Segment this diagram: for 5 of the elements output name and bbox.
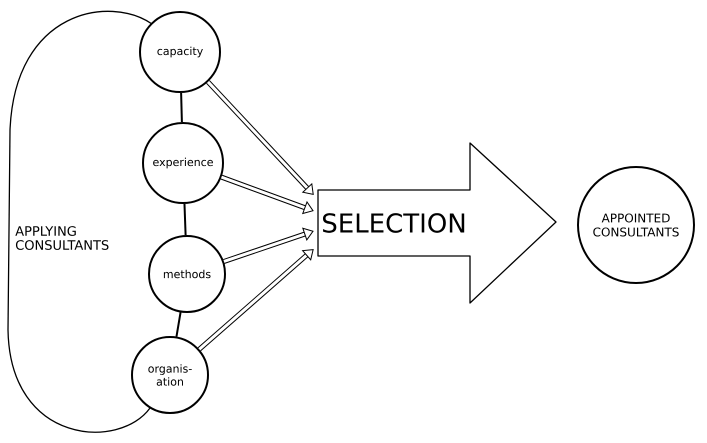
connector-line — [176, 312, 182, 337]
connector-line — [180, 92, 183, 122]
connector-line — [183, 204, 187, 236]
arrow — [206, 80, 314, 195]
arrow — [198, 249, 314, 352]
